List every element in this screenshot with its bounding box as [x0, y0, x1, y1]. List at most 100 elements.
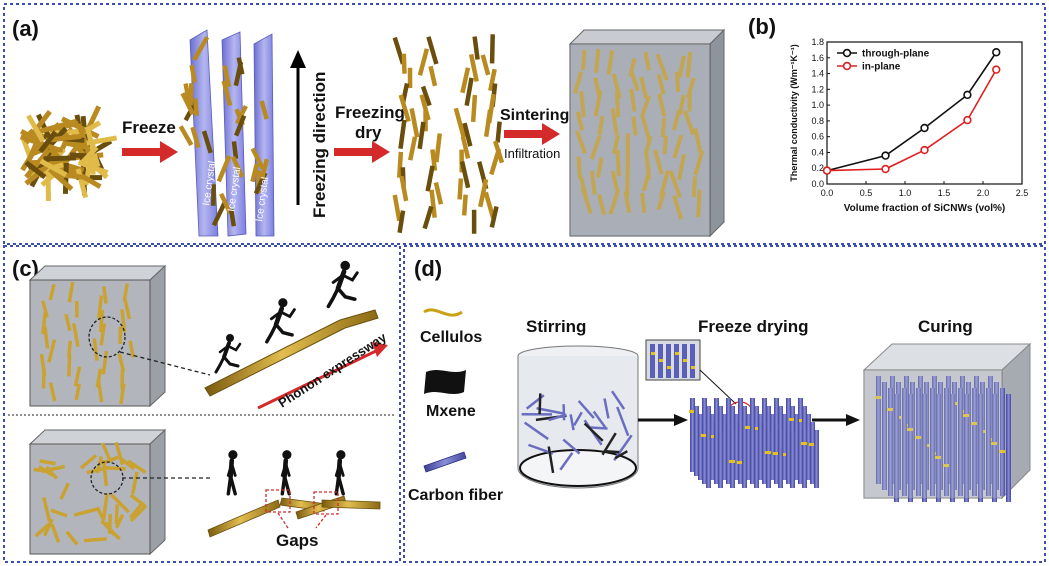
nanowire-rod: [101, 459, 109, 487]
legs: [265, 322, 294, 344]
nanowire-rod: [83, 537, 107, 543]
nanowire-rod: [672, 134, 684, 159]
nanowire-rod: [696, 189, 702, 218]
carbon-fiber: [666, 344, 671, 378]
panel-a-frame: [3, 3, 1046, 245]
nanowire-rod: [47, 339, 57, 363]
nanowire-rod: [250, 147, 265, 170]
nanowire-rod: [189, 64, 197, 84]
nanowire-rod: [398, 94, 411, 123]
nanowire-rod: [190, 126, 201, 149]
carbon-fiber: [894, 394, 899, 502]
nanowire-rod: [39, 459, 56, 466]
carbon-fiber: [547, 446, 555, 474]
walker-icon: [280, 450, 292, 496]
head: [340, 260, 350, 271]
cellulose-mark: [737, 461, 743, 464]
nanowire-rod: [693, 127, 703, 153]
nanowire-rod: [50, 508, 68, 518]
nanowire-rod: [234, 114, 247, 137]
carbon-fiber: [888, 388, 893, 496]
data-point: [963, 90, 972, 100]
nanowire-rod: [614, 90, 621, 118]
carbon-fiber: [802, 430, 807, 488]
mxene-icon: [424, 370, 466, 394]
nanowire-rod: [597, 193, 607, 216]
nanowire-rod: [580, 49, 587, 71]
carbon-fiber: [690, 398, 695, 472]
carbon-fiber: [972, 388, 977, 496]
y-tick-label: 0.4: [811, 147, 824, 157]
data-point: [920, 123, 929, 133]
nanowire-rod: [123, 298, 132, 320]
freeze-dried-scaffold: [645, 339, 819, 488]
carbon-fiber-label: Carbon fiber: [408, 487, 503, 504]
cellulose-mark: [729, 460, 735, 463]
carbon-fiber: [810, 422, 815, 484]
nanowire-rod: [43, 155, 77, 162]
legs: [326, 286, 357, 309]
nanowire-rod: [639, 76, 649, 100]
nanowire-rod: [101, 493, 109, 519]
nanowire-rod: [397, 151, 404, 178]
cellulose-mark: [745, 426, 751, 429]
cellulose-mark: [907, 428, 913, 431]
y-tick-label: 1.4: [811, 69, 824, 79]
y-tick-label: 0.2: [811, 163, 824, 173]
nanowire-rod: [76, 123, 93, 158]
cellulose-mark: [675, 352, 679, 355]
nanowire-rod: [623, 190, 632, 214]
nanowire-rod: [192, 98, 199, 116]
sintering-arrow: [504, 123, 560, 145]
infiltration-label: Infiltration: [504, 146, 560, 161]
nanowire-rod: [235, 104, 248, 125]
legend-marker: [842, 48, 852, 58]
nanowire-rod: [102, 286, 108, 304]
nanowire-rod: [34, 522, 51, 538]
carbon-fiber: [786, 422, 791, 484]
nanowire-rod: [641, 172, 651, 192]
runner-icon: [326, 260, 359, 309]
y-tick-label: 0.0: [811, 179, 824, 189]
nanowire-rod: [103, 521, 116, 536]
nanowire-rod: [594, 48, 601, 73]
process-arrow: [812, 414, 860, 426]
nanowire-rod: [211, 201, 227, 227]
nanowire-rod: [575, 130, 587, 155]
nanowire-rod: [38, 130, 58, 154]
nanowire-rod: [128, 340, 135, 358]
x-tick-label: 0.5: [860, 188, 873, 198]
nanowire-rod: [425, 165, 435, 192]
cellulose-mark: [667, 366, 671, 369]
nanowire-rod: [67, 281, 75, 303]
nanowire-rod: [24, 160, 47, 180]
nanowire-rod: [597, 115, 605, 136]
nanowire-rod: [42, 497, 52, 522]
arms: [226, 462, 237, 477]
cellulose-mark: [943, 464, 949, 467]
carbon-fiber: [936, 394, 941, 502]
carbon-fiber: [916, 388, 921, 496]
cellulose-mark: [797, 419, 803, 422]
phonon-expressway-arrow: [257, 342, 388, 410]
carbon-fiber: [790, 430, 795, 488]
panel-c-frame: [3, 245, 401, 563]
nanowire-rod: [610, 170, 620, 194]
cellulose-mark: [651, 352, 655, 355]
nanowire-rod: [580, 187, 593, 214]
walker-icon: [226, 450, 238, 496]
head: [336, 450, 346, 460]
x-tick-label: 2.5: [1016, 188, 1029, 198]
nanowire-rod: [461, 194, 468, 216]
stirring-beaker: [517, 345, 639, 489]
nanowire-rod: [483, 191, 496, 219]
nanowire-rod: [192, 36, 210, 61]
arms: [269, 308, 296, 321]
nanowire-rod: [221, 80, 233, 107]
legs: [214, 355, 240, 374]
cellulose-mark: [781, 453, 787, 456]
nanowire-rod: [59, 482, 70, 501]
legend-label: through-plane: [862, 49, 930, 60]
carbon-fiber: [538, 393, 542, 415]
x-tick-label: 2.0: [977, 188, 990, 198]
